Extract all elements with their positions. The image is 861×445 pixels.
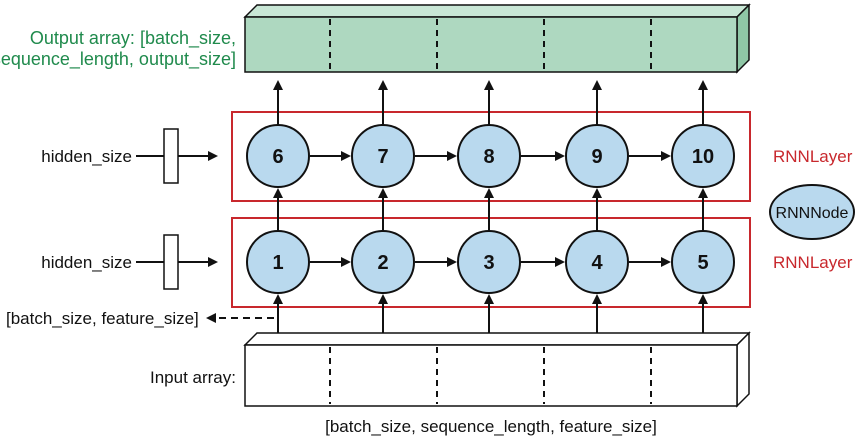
rnn-layer-lower-box <box>231 217 751 308</box>
input-array-front-face <box>244 344 738 407</box>
hidden-size-label-upper: hidden_size <box>41 147 132 166</box>
input-array-label: Input array: <box>150 368 236 387</box>
rnn-node-legend: RNNNode <box>769 184 855 240</box>
rnn-node-6: 6 <box>246 124 310 188</box>
rnn-node-legend-label: RNNNode <box>776 205 849 222</box>
hidden-state-vector <box>163 128 179 184</box>
hidden-size-label-lower: hidden_size <box>41 253 132 272</box>
batch-feature-size-label: [batch_size, feature_size] <box>6 309 199 328</box>
output-array-side-face <box>736 3 750 74</box>
rnn-layer-upper-label: RNNLayer <box>773 147 853 166</box>
rnn-node-label: 1 <box>272 252 283 274</box>
output-array-label-line1: Output array: [batch_size, <box>30 28 236 49</box>
input-array-shape-label: [batch_size, sequence_length, feature_si… <box>325 417 657 436</box>
input-array-top-face <box>243 332 751 346</box>
rnn-node-label: 8 <box>483 146 494 168</box>
rnn-node-7: 7 <box>351 124 415 188</box>
rnn-node-label: 4 <box>591 252 603 274</box>
rnn-node-2: 2 <box>351 230 415 294</box>
output-array-front-face <box>244 16 738 73</box>
output-array-label-line2: sequence_length, output_size] <box>0 49 236 70</box>
rnn-layer-upper-box <box>231 111 751 202</box>
rnn-node-3: 3 <box>457 230 521 294</box>
rnn-node-label: 10 <box>692 146 714 168</box>
rnn-node-8: 8 <box>457 124 521 188</box>
rnn-node-5: 5 <box>671 230 735 294</box>
vertical-arrows <box>273 80 708 333</box>
rnn-node-10: 10 <box>671 124 735 188</box>
rnn-layer-lower-label: RNNLayer <box>773 253 853 272</box>
hidden-state-lower: hidden_size <box>41 234 218 290</box>
hidden-state-vector <box>163 234 179 290</box>
rnn-node-label: 7 <box>377 146 388 168</box>
output-array-top-face <box>243 4 751 18</box>
horizontal-arrows <box>310 151 671 267</box>
hidden-state-upper: hidden_size <box>41 128 218 184</box>
rnn-node-label: 2 <box>377 252 388 274</box>
output-array-box <box>243 3 751 74</box>
rnn-node-label: 9 <box>591 146 602 168</box>
rnn-node-9: 9 <box>565 124 629 188</box>
rnn-node-label: 6 <box>272 146 283 168</box>
rnn-node-4: 4 <box>565 230 629 294</box>
rnn-node-1: 1 <box>246 230 310 294</box>
input-array-box <box>243 331 751 408</box>
rnn-node-label: 3 <box>483 252 494 274</box>
input-array-side-face <box>736 331 750 408</box>
rnn-node-label: 5 <box>697 252 708 274</box>
